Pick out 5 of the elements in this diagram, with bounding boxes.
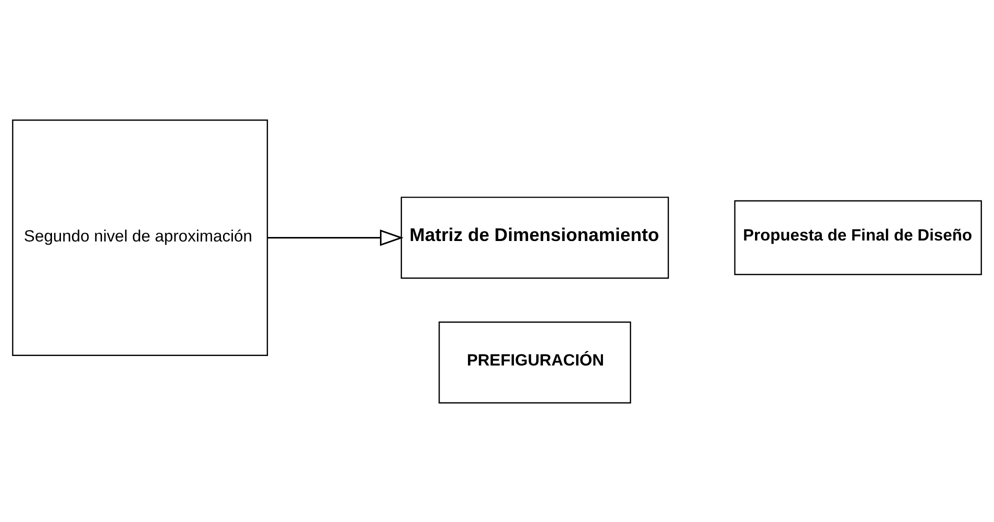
arrow	[267, 228, 404, 246]
node-box: Matriz de Dimensionamiento	[400, 196, 669, 278]
node-box: Segundo nivel de aproximación	[12, 118, 268, 356]
node-box: PREFIGURACIÓN	[438, 321, 632, 404]
node-box: Propuesta de Final de Diseño	[734, 200, 982, 275]
